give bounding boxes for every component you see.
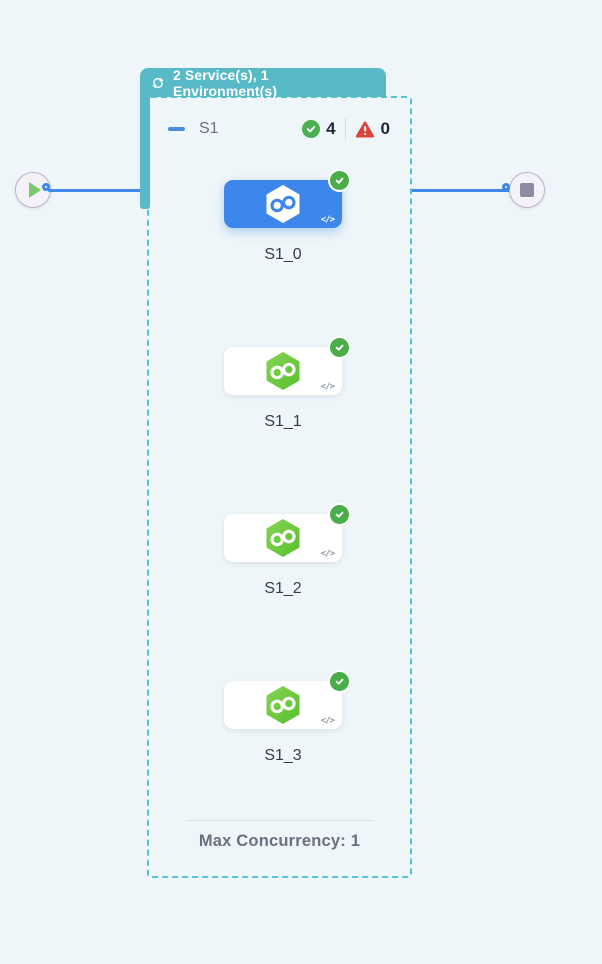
success-count: 4 — [326, 119, 336, 138]
service-card-s1-2[interactable]: </> — [224, 505, 349, 562]
max-concurrency-label: Max Concurrency: 1 — [198, 832, 361, 850]
infinity-hexagon-icon — [263, 183, 303, 225]
service-card-s1-0[interactable]: </> — [224, 171, 349, 228]
code-icon: </> — [320, 215, 335, 225]
check-circle-icon — [302, 120, 321, 138]
code-icon: </> — [320, 382, 335, 392]
code-icon: </> — [320, 716, 335, 726]
success-badge-icon — [330, 505, 349, 524]
sync-loop-icon — [150, 75, 166, 91]
collapse-minus-icon[interactable] — [168, 127, 185, 131]
end-connector-dot — [502, 183, 510, 191]
service-label: S1_2 — [264, 580, 302, 597]
infinity-hexagon-icon — [263, 684, 303, 726]
stage-status-group: 4 0 — [302, 118, 390, 140]
stage-title-group: S1 — [168, 120, 219, 138]
stage-group-badge[interactable]: 2 Service(s), 1 Environment(s) — [140, 66, 386, 99]
infinity-hexagon-icon — [263, 517, 303, 559]
failed-count: 0 — [380, 119, 390, 138]
service-label: S1_1 — [264, 413, 302, 430]
stage-header: S1 4 0 — [168, 114, 390, 144]
stage-group-badge-label: 2 Service(s), 1 Environment(s) — [173, 66, 278, 99]
service-label: S1_3 — [264, 747, 302, 764]
play-icon — [29, 182, 41, 198]
edge-stage-to-end — [410, 188, 510, 192]
service-card-s1-1[interactable]: </> — [224, 338, 349, 395]
success-badge-icon — [330, 171, 349, 190]
service-label: S1_0 — [264, 246, 302, 263]
service-card-s1-3[interactable]: </> — [224, 672, 349, 729]
status-divider — [344, 118, 346, 140]
infinity-hexagon-icon — [263, 350, 303, 392]
footer-divider — [186, 820, 373, 821]
matrix-stage-container — [147, 96, 412, 878]
pipeline-end-node — [509, 172, 545, 208]
code-icon: </> — [320, 549, 335, 559]
stage-name[interactable]: S1 — [199, 120, 219, 137]
stage-accent-strip — [140, 90, 150, 209]
start-connector-dot — [42, 183, 50, 191]
stop-icon — [520, 183, 534, 197]
success-badge-icon — [330, 672, 349, 691]
success-badge-icon — [330, 338, 349, 357]
warning-triangle-icon — [355, 120, 375, 139]
edge-start-to-stage — [48, 188, 148, 192]
